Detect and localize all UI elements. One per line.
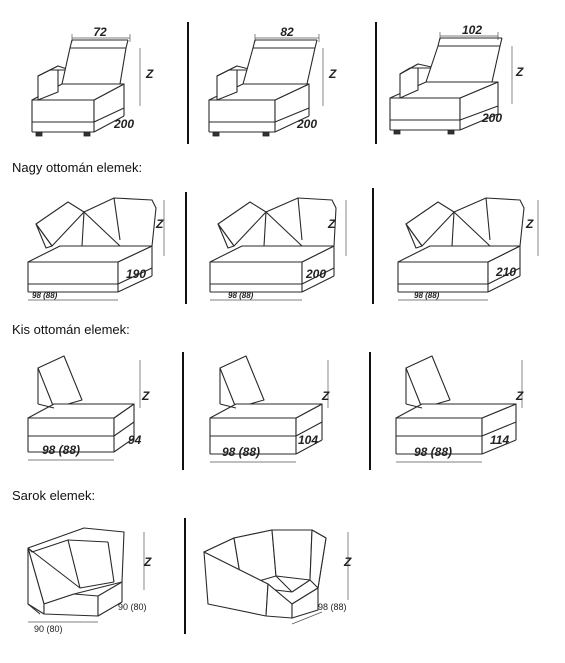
separator [369, 352, 371, 470]
height-label: Z [515, 65, 524, 79]
small-ottoman-drawing: Z 104 98 (88) [209, 355, 330, 463]
corner-drawing: Z 98 (88) [203, 529, 352, 625]
corner-element-1: Z 90 (80) 90 (80) [14, 518, 174, 636]
front-label: 98 (88) [414, 445, 452, 459]
separator [187, 22, 189, 144]
chaise-drawing: 102 Z 200 [389, 23, 524, 135]
height-label: Z [515, 389, 524, 403]
height-label: Z [343, 555, 352, 569]
section-title-corner: Sarok elemek: [12, 488, 96, 503]
front-label: 98 (88) [222, 445, 260, 459]
front-label: 98 (88) [228, 291, 254, 300]
corner-drawing: Z 90 (80) 90 (80) [27, 527, 152, 634]
small-ottoman-drawing: Z 114 98 (88) [395, 355, 524, 463]
depth-label: 104 [298, 433, 318, 447]
small-ottoman-element-3: Z 114 98 (88) [392, 350, 542, 468]
height-label: Z [327, 217, 336, 231]
width-label: 82 [280, 25, 294, 39]
height-label: Z [155, 217, 164, 231]
depth-label: 200 [296, 117, 317, 131]
depth-label: 210 [495, 265, 516, 279]
width-label: 102 [462, 23, 482, 37]
chaise-element-2: 82 Z 200 [203, 25, 353, 146]
front-label: 98 (88) [42, 443, 80, 457]
section-title-small-ottoman: Kis ottomán elemek: [12, 322, 130, 337]
depth-label: 200 [305, 267, 326, 281]
separator [375, 22, 377, 144]
small-ottoman-element-1: Z 94 98 (88) [24, 350, 174, 468]
chaise-drawing: 82 Z 200 [208, 25, 337, 137]
front-label: 90 (80) [34, 624, 63, 634]
depth-label: 200 [481, 111, 502, 125]
front-label: 98 (88) [414, 291, 440, 300]
large-ottoman-drawing: Z 200 98 (88) [209, 197, 347, 301]
width-label: 72 [93, 25, 107, 39]
height-label: Z [525, 217, 534, 231]
separator [184, 518, 186, 634]
chaise-element-3: 102 Z 200 [386, 22, 546, 142]
height-label: Z [143, 555, 152, 569]
large-ottoman-drawing: Z 210 98 (88) [397, 197, 539, 301]
height-label: Z [141, 389, 150, 403]
small-ottoman-drawing: Z 94 98 (88) [27, 355, 150, 461]
corner-element-2: Z 98 (88) [192, 516, 362, 634]
depth-label: 94 [128, 433, 142, 447]
side-label: 98 (88) [318, 602, 347, 612]
side-label: 90 (80) [118, 602, 147, 612]
large-ottoman-element-1: Z 190 98 (88) [24, 188, 174, 306]
separator [185, 192, 187, 304]
separator [372, 188, 374, 304]
chaise-drawing: 72 Z 200 [31, 25, 154, 137]
chaise-element-1: 72 Z 200 [22, 25, 172, 146]
depth-label: 114 [490, 433, 509, 447]
height-label: Z [321, 389, 330, 403]
front-label: 98 (88) [32, 291, 58, 300]
depth-label: 190 [126, 267, 146, 281]
section-title-large-ottoman: Nagy ottomán elemek: [12, 160, 143, 175]
large-ottoman-drawing: Z 190 98 (88) [27, 197, 165, 301]
height-label: Z [145, 67, 154, 81]
depth-label: 200 [113, 117, 134, 131]
height-label: Z [328, 67, 337, 81]
separator [182, 352, 184, 470]
large-ottoman-element-3: Z 210 98 (88) [392, 188, 542, 306]
small-ottoman-element-2: Z 104 98 (88) [206, 350, 356, 468]
large-ottoman-element-2: Z 200 98 (88) [206, 188, 356, 306]
